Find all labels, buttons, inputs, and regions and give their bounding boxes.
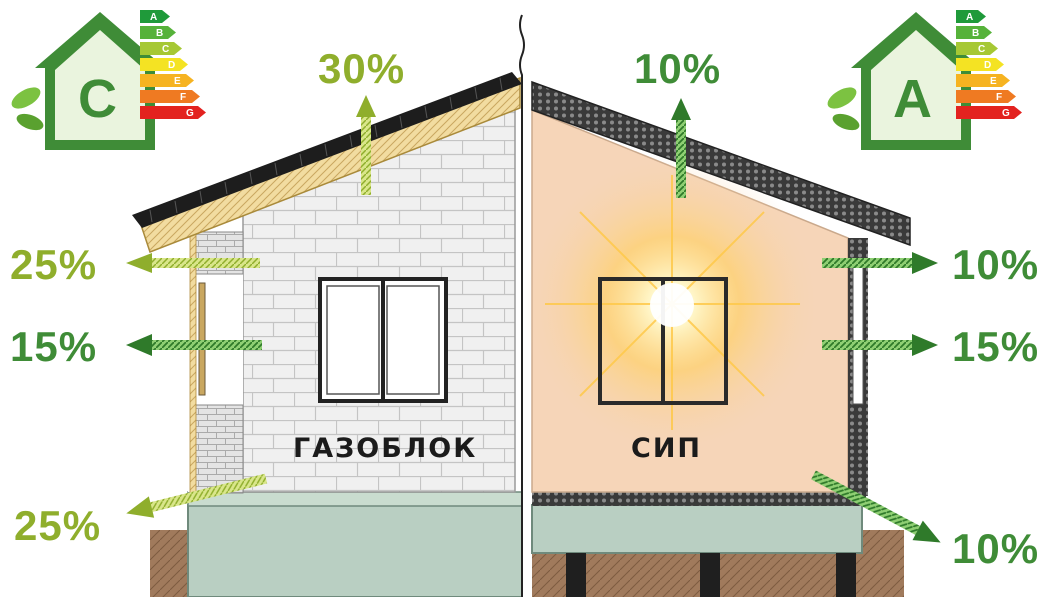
arrow-left-roof [361, 115, 371, 195]
arrow-right-window [822, 340, 914, 350]
leaf-icon [11, 87, 44, 131]
right-floor-panel [532, 492, 866, 506]
right-pile-1 [566, 553, 586, 597]
svg-text:E: E [990, 76, 997, 87]
left-roof-loss: 30% [318, 45, 406, 92]
left-floor-loss: 25% [14, 502, 102, 549]
left-foundation [187, 504, 523, 597]
right-roof-panel [531, 80, 911, 247]
right-foundation [531, 504, 863, 554]
right-pile-3 [836, 553, 856, 597]
sun-rays [545, 175, 800, 430]
left-facade-layer [189, 231, 197, 495]
svg-text:E: E [174, 76, 181, 87]
energy-house-icon-left: A B C D E F G [11, 10, 206, 150]
heat-loss-arrows [126, 95, 941, 543]
svg-text:F: F [996, 92, 1002, 103]
right-pile-2 [700, 553, 720, 597]
split-divider [519, 14, 525, 597]
svg-text:C: C [162, 44, 169, 55]
energy-house-icon-right: A B C D E F G [827, 10, 1022, 150]
svg-text:B: B [972, 28, 979, 39]
svg-text:B: B [156, 28, 163, 39]
svg-text:D: D [984, 60, 991, 71]
left-window-loss: 15% [10, 323, 98, 370]
left-material-label: ГАЗОБЛОК [293, 433, 478, 464]
right-side-window [852, 263, 864, 405]
right-upper-wall-loss: 10% [952, 241, 1040, 288]
right-roof-loss: 10% [634, 45, 722, 92]
energy-class-right: A [893, 69, 932, 129]
left-block-lower [194, 404, 244, 494]
right-window-loss: 15% [952, 323, 1040, 370]
left-upper-wall-loss: 25% [10, 241, 98, 288]
arrow-right-roof [676, 118, 686, 198]
arrow-left-window [150, 340, 262, 350]
left-house [132, 72, 523, 597]
right-floor-loss: 10% [952, 525, 1040, 572]
svg-text:A: A [150, 12, 157, 23]
svg-text:G: G [186, 108, 194, 119]
left-roof-covering [132, 72, 522, 228]
rating-bars-left: A B C D E F G [140, 10, 206, 119]
arrow-left-upper-wall [150, 258, 260, 268]
left-roof-tiles [149, 77, 503, 223]
arrow-right-upper-wall [822, 258, 914, 268]
left-floor-slab [187, 491, 523, 507]
right-house [522, 80, 911, 597]
svg-text:F: F [180, 92, 186, 103]
svg-text:A: A [966, 12, 973, 23]
arrow-left-floor [126, 473, 268, 518]
energy-class-left: C [78, 69, 117, 129]
arrow-right-floor [811, 470, 941, 543]
right-material-label: СИП [631, 433, 703, 464]
left-side-window [198, 282, 206, 396]
leaf-icon [827, 87, 860, 131]
rating-bars-right: A B C D E F G [956, 10, 1022, 119]
svg-text:G: G [1002, 108, 1010, 119]
svg-text:C: C [978, 44, 985, 55]
svg-text:D: D [168, 60, 175, 71]
